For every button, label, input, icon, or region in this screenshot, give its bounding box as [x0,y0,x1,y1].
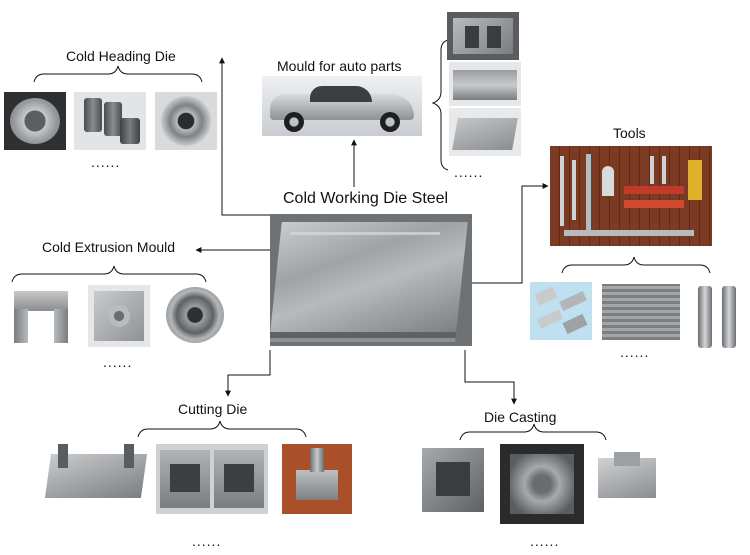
auto-parts-label: Mould for auto parts [277,58,402,74]
cutting-die-label: Cutting Die [178,401,248,417]
tools-blades-image [530,282,592,340]
tools-more: ...... [620,344,650,360]
tools-label: Tools [613,125,646,141]
arrow-cold-heading [219,57,270,216]
brace-auto-parts [431,39,449,171]
auto-parts-mould-image-1 [447,12,519,60]
auto-parts-mould-image-3 [449,108,521,156]
brace-cold-heading [33,65,203,83]
cold-extrusion-more: ...... [103,354,133,370]
cold-heading-image-ring [4,92,66,150]
brace-tools [561,256,711,274]
arrow-die-casting [464,350,517,405]
cutting-die-more: ...... [192,533,222,549]
die-casting-more: ...... [530,533,560,549]
tools-shafts-image [692,282,744,352]
tools-board-image [550,146,712,246]
brace-die-casting [459,423,607,441]
die-casting-label: Die Casting [484,409,557,425]
auto-parts-car-image [262,76,422,136]
steel-plate-image [270,214,472,346]
cutting-die-image-3 [282,444,352,514]
die-casting-image-2 [500,444,584,524]
arrow-cutting-die [225,350,271,397]
cold-extrusion-label: Cold Extrusion Mould [42,239,176,255]
cutting-die-image-2 [156,444,268,514]
auto-parts-mould-image-2 [449,62,521,106]
brace-cutting-die [137,420,307,438]
arrow-tools [472,183,549,284]
cold-heading-more: ...... [91,154,121,170]
cold-heading-image-punches [74,92,146,150]
cold-heading-label: Cold Heading Die [66,48,176,64]
cold-extrusion-image-bracket [10,285,72,347]
center-title: Cold Working Die Steel [283,190,449,207]
die-casting-image-1 [418,444,488,518]
cold-heading-image-die [155,92,217,150]
brace-cold-extrusion [11,265,207,283]
die-casting-image-3 [592,448,662,506]
cold-extrusion-image-hub [160,283,232,347]
tools-block-image [602,284,680,340]
auto-parts-more: ...... [454,164,484,180]
cutting-die-image-1 [42,440,150,510]
cold-extrusion-image-plate [88,285,150,347]
